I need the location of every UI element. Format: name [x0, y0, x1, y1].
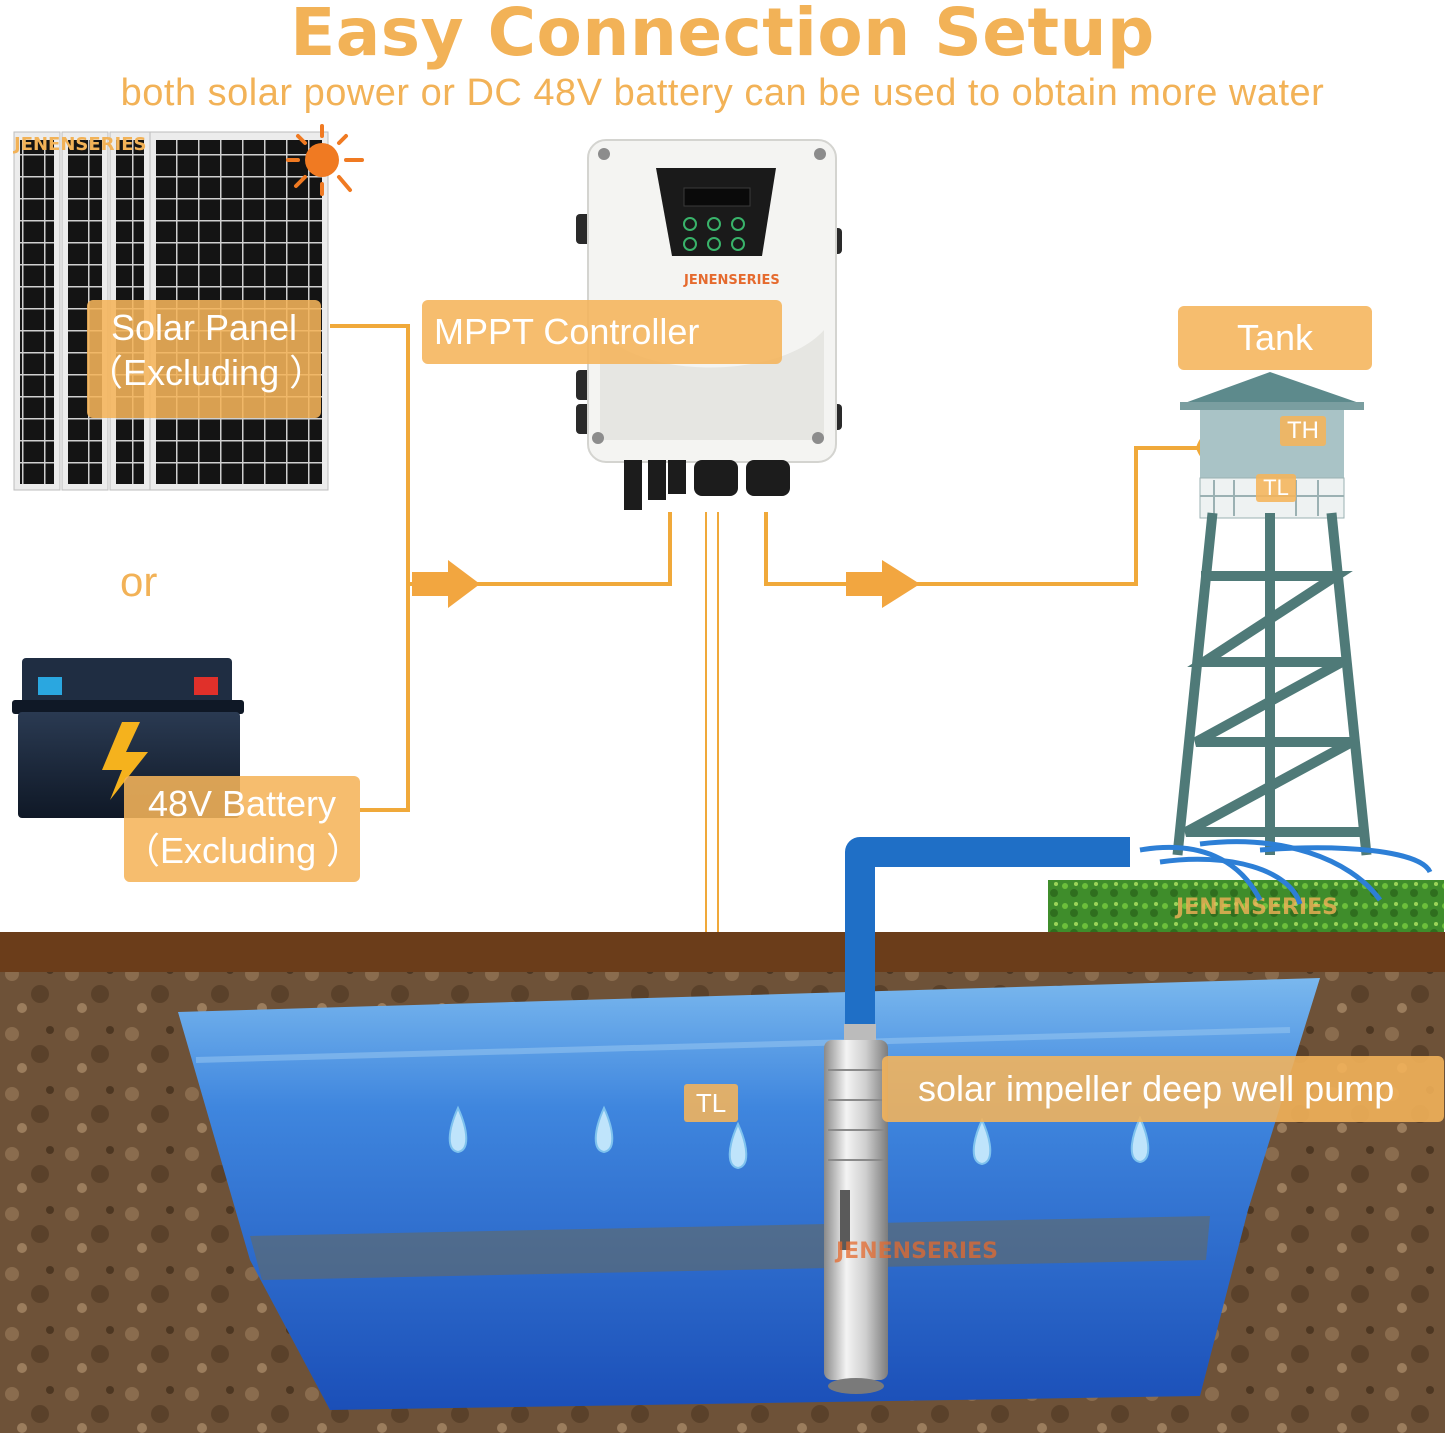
solar-brand-watermark: JENENSERIES: [12, 134, 147, 155]
sun-icon: [286, 124, 364, 196]
solar-panel-label-line1: Solar Panel: [110, 307, 298, 348]
tank-low-level-label: TL: [1256, 474, 1296, 502]
lightning-bolt-icon: [102, 722, 148, 800]
battery-label-line1: 48V Battery: [147, 783, 337, 824]
well-low-level-label: TL: [684, 1084, 738, 1122]
ground-surface: [0, 932, 1445, 972]
solar-panel-label-line2: （Excluding ）: [87, 352, 326, 393]
battery-icon: [12, 658, 244, 818]
ground-brand-watermark: JENENSERIES: [1174, 895, 1338, 920]
page-subtitle: both solar power or DC 48V battery can b…: [120, 72, 1325, 114]
pump-label: solar impeller deep well pump: [882, 1056, 1444, 1122]
water-droplets: [448, 1105, 1150, 1170]
arrow-right-icon: [412, 560, 480, 608]
page-title: Easy Connection Setup: [290, 0, 1155, 71]
controller-label: MPPT Controller: [422, 300, 782, 364]
deep-well-pump: [824, 1024, 888, 1394]
tank-label: Tank: [1178, 306, 1372, 370]
water-splash: [1139, 839, 1433, 905]
or-text: or: [120, 558, 158, 605]
battery-label-line2: （Excluding ）: [124, 830, 363, 871]
water-pipe: [845, 837, 1130, 1030]
controller-brand: JENENSERIES: [683, 273, 780, 288]
solar-panel-label: Solar Panel （Excluding ）: [87, 300, 326, 418]
arrow-right-icon: [846, 560, 920, 608]
tank-high-level-label: TH: [1280, 416, 1326, 446]
water-tower: [1172, 372, 1372, 856]
grass-bed: [1048, 880, 1444, 932]
pump-brand-watermark: JENENSERIES: [834, 1239, 998, 1264]
battery-label: 48V Battery （Excluding ）: [124, 776, 363, 882]
